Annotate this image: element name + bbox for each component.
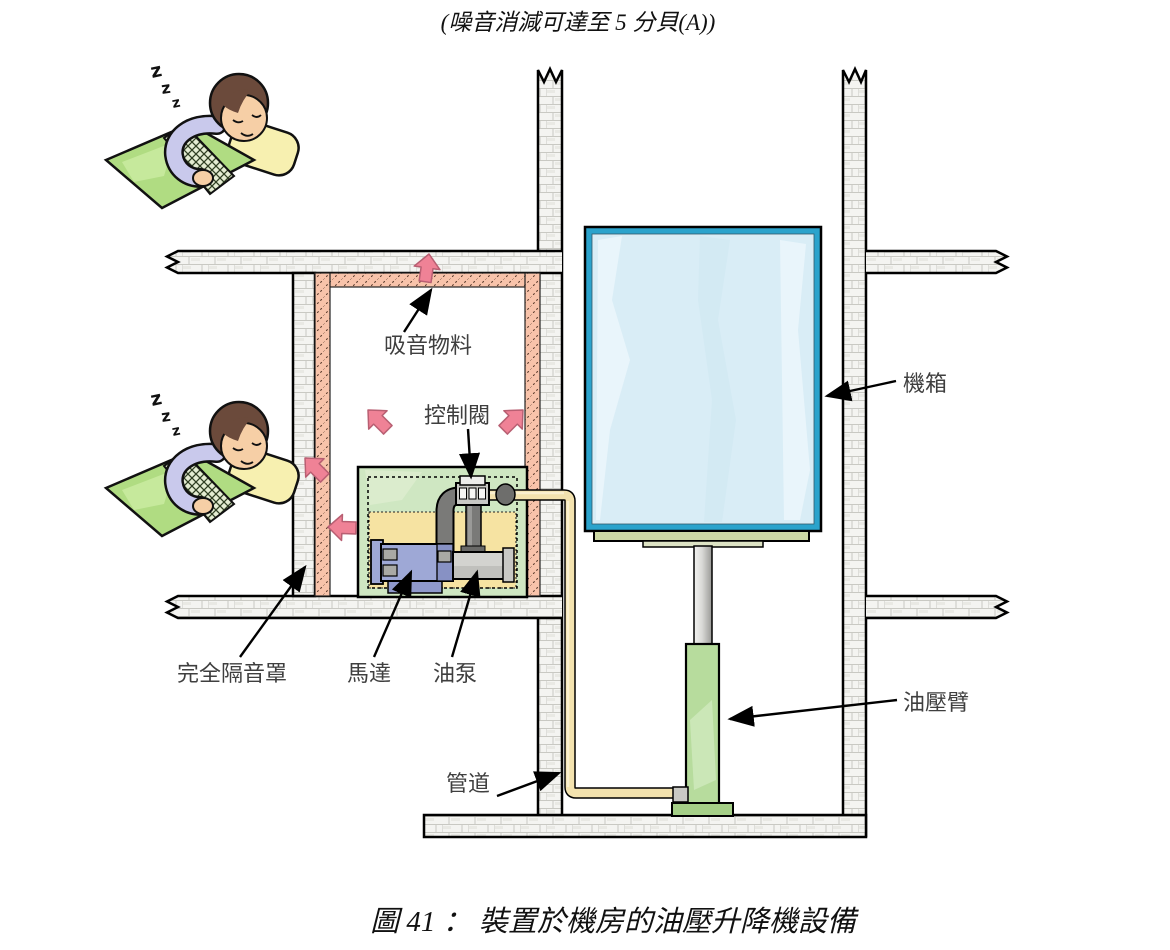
car-shading	[780, 240, 810, 520]
label-sound-absorbing-material: 吸音物料	[384, 333, 472, 358]
building-walls	[164, 66, 1010, 839]
arrow-oil-pump	[450, 569, 481, 658]
label-hydraulic-arm: 油壓臂	[903, 690, 969, 715]
valve-cap	[459, 475, 486, 486]
valve-port	[468, 487, 477, 500]
car-shading	[698, 236, 736, 522]
floor-slab-lower-left	[167, 596, 562, 618]
oil-pipe-body	[489, 490, 678, 798]
arrow-hydraulic-arm	[727, 698, 898, 727]
label-lift-car: 機箱	[903, 371, 947, 396]
lining-left	[314, 272, 331, 597]
floor-slab-lower-right-outline	[866, 594, 1010, 620]
shaft-right-wall	[843, 69, 866, 837]
car-platform	[593, 530, 810, 542]
label-pipe: 管道	[446, 771, 490, 796]
machine-room-left-wall	[291, 271, 317, 598]
label-full-acoustic-enclosure: 完全隔音罩	[177, 661, 287, 686]
unit-box-highlight	[365, 470, 422, 505]
motor-port	[382, 548, 398, 561]
floor-slab-upper-right-outline	[866, 249, 1010, 275]
lift-car-assembly	[583, 225, 823, 817]
pipe-muffler	[495, 483, 516, 506]
arrow-motor	[372, 569, 413, 658]
annotation-arrows	[239, 287, 898, 798]
motor-port	[437, 550, 452, 563]
lining-right	[524, 272, 541, 597]
pump-shading	[454, 566, 504, 578]
piston-rod	[693, 545, 713, 645]
floor-slab-upper-right	[866, 251, 1007, 273]
motor-port	[382, 564, 398, 577]
valve-port	[478, 487, 486, 500]
pit-floor	[422, 813, 868, 839]
unit-dashed-boundary	[367, 476, 518, 589]
label-oil-pump: 油泵	[433, 661, 477, 686]
floor-slab-lower-right	[866, 596, 1007, 618]
floor-slab-upper-left	[167, 251, 562, 273]
valve-port	[459, 487, 467, 500]
arrow-control-valve	[458, 428, 481, 480]
sleeper-lower	[106, 387, 303, 536]
arrow-lift-car	[824, 379, 897, 402]
figure-caption: 圖 41 ： 裝置於機房的油壓升降機設備	[370, 906, 860, 938]
floor-slab-upper-left-outline	[164, 249, 562, 275]
floor-slab-lower-left-outline	[164, 594, 562, 620]
pump-end-cap	[502, 547, 515, 583]
cylinder-base	[671, 802, 734, 817]
control-valve-device	[455, 475, 490, 506]
top-caption: (噪音消減可達至 5 分貝(A))	[441, 10, 716, 35]
arrow-pipe	[496, 771, 562, 798]
oil-pipe	[489, 483, 689, 803]
cylinder-highlight	[690, 700, 716, 790]
labels: 吸音物料 控制閥 機箱 完全隔音罩 馬達 油泵 油壓臂 管道	[177, 333, 969, 796]
noise-arrow-wall-lower	[326, 513, 358, 542]
shaft-right-wall-outline	[841, 66, 868, 837]
sleeper-upper	[106, 59, 303, 208]
shaft-left-wall-outline	[536, 66, 564, 815]
arrow-enclosure	[239, 564, 307, 658]
noise-arrow-up-left	[358, 400, 398, 440]
label-motor: 馬達	[347, 661, 391, 686]
arrow-sound-absorbing	[402, 287, 433, 333]
car-shading	[596, 236, 630, 520]
shaft-left-wall	[538, 69, 562, 815]
riser-highlight	[468, 504, 472, 554]
label-control-valve: 控制閥	[424, 403, 490, 428]
cylinder-pipe-fitting	[672, 786, 689, 803]
pump-unit	[356, 465, 529, 599]
